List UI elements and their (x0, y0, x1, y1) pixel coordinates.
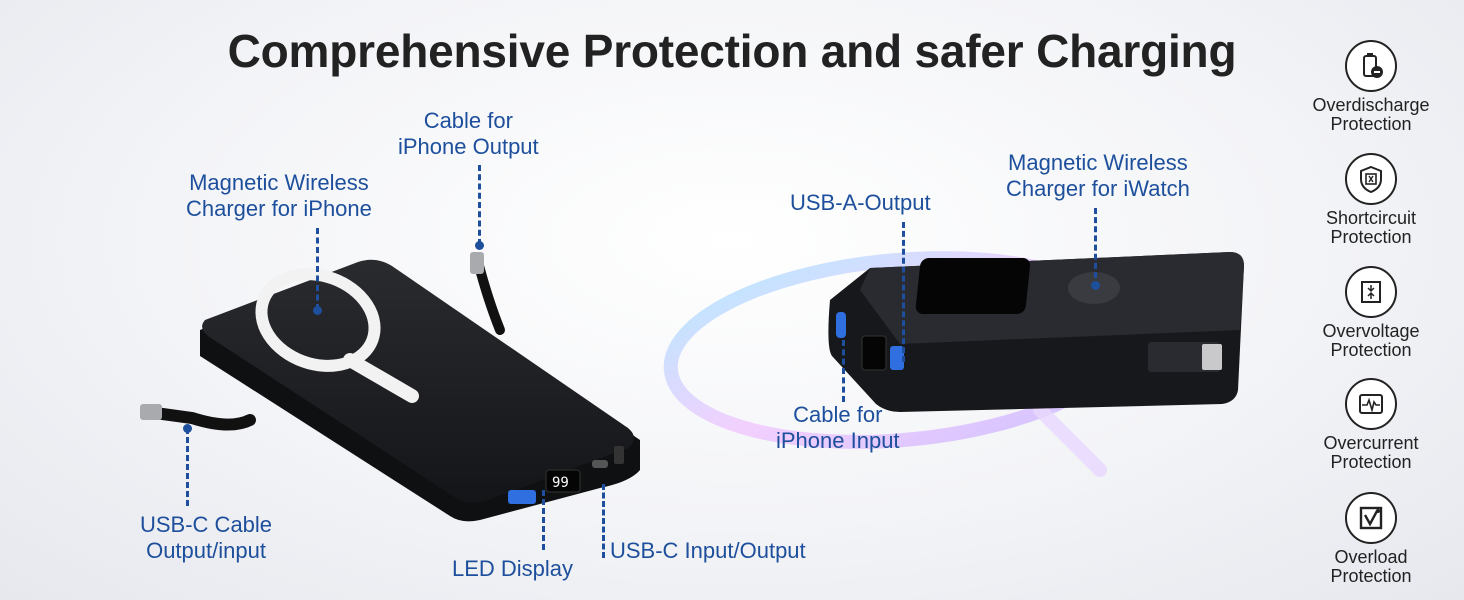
protection-overdischarge: Overdischarge Protection (1292, 40, 1450, 134)
iphone-cable-plug-icon (470, 252, 484, 274)
protection-label: Overcurrent (1323, 433, 1419, 453)
protection-overload: Overload Protection (1292, 492, 1450, 586)
usb-c-port-icon (592, 460, 608, 468)
leader-dot (183, 424, 192, 433)
battery-minus-icon (1345, 40, 1397, 92)
led-display-icon (545, 469, 581, 493)
usb-a-port-icon (508, 490, 536, 504)
protection-shortcircuit: Shortcircuit Protection (1292, 153, 1450, 247)
leader-usbc-io (602, 484, 605, 558)
protection-label: Protection (1330, 114, 1412, 134)
voltage-arrows-icon (1345, 266, 1397, 318)
overload-check-icon (1345, 492, 1397, 544)
protection-label: Overvoltage (1322, 321, 1420, 341)
leader-magnetic-iwatch (1094, 208, 1097, 278)
leader-usba-output (902, 222, 905, 362)
protection-label: Protection (1330, 566, 1412, 586)
leader-dot (475, 241, 484, 250)
leader-cable-iphone-output (478, 165, 481, 245)
leader-cable-iphone-input (842, 340, 845, 402)
usbc-cable-plug-icon (140, 404, 162, 420)
leader-magnetic-iphone (316, 228, 319, 310)
leader-usbc-cable (186, 428, 189, 506)
label-led-display: LED Display (452, 556, 574, 581)
iwatch-power-bank (828, 252, 1244, 412)
protection-overcurrent: Overcurrent Protection (1292, 378, 1450, 472)
protection-label: Overdischarge (1312, 95, 1430, 115)
label-usba-output: USB-A-Output (790, 190, 931, 215)
protection-label: Protection (1330, 340, 1412, 360)
protection-label: Protection (1330, 227, 1412, 247)
shield-plug-icon (1345, 153, 1397, 205)
page-title: Comprehensive Protection and safer Charg… (227, 25, 1237, 77)
protection-label: Overload (1334, 547, 1408, 567)
current-wave-icon (1345, 378, 1397, 430)
leader-dot (1091, 281, 1100, 290)
magsafe-ring (255, 268, 419, 403)
protection-label: Protection (1330, 452, 1412, 472)
iwatch-pad (915, 258, 1031, 314)
label-usbc-io: USB-C Input/Output (610, 538, 806, 563)
leader-led-display (542, 490, 545, 550)
led-display-reading: 99 (552, 475, 569, 491)
protection-overvoltage: Overvoltage Protection (1292, 266, 1450, 360)
iphone-power-bank: 99 (140, 252, 640, 522)
leader-dot (313, 306, 322, 315)
protection-label: Shortcircuit (1325, 208, 1417, 228)
